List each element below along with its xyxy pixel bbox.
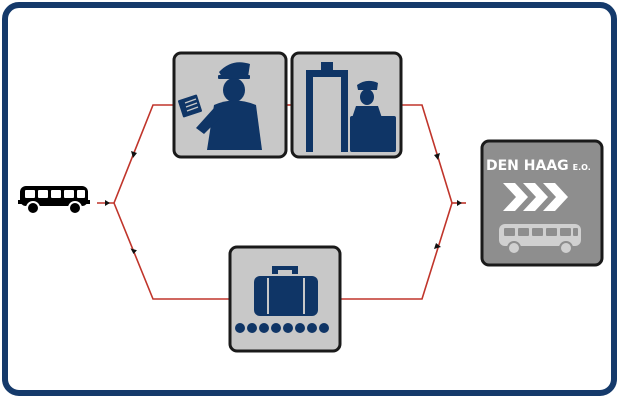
flow-arrows <box>105 151 462 254</box>
baggage-claim-box <box>228 245 342 353</box>
bus-icon <box>18 186 90 215</box>
arrow-start <box>105 200 110 206</box>
path-upper <box>113 104 174 204</box>
arrow-upper-merge <box>434 153 440 160</box>
arrow-end <box>457 200 462 206</box>
path-lower-merge <box>340 202 453 300</box>
path-upper-merge <box>401 104 453 204</box>
arrow-upper <box>131 151 137 158</box>
arrow-lower <box>130 248 137 254</box>
passport-control-box <box>172 51 288 159</box>
outer-frame <box>2 2 617 396</box>
destination-bus-icon <box>499 224 581 255</box>
passport-control-icon <box>177 62 262 150</box>
security-check-box <box>290 51 403 159</box>
chevrons-right-icon <box>503 183 568 211</box>
baggage-claim-icon <box>235 266 329 333</box>
arrow-lower-merge <box>434 243 441 249</box>
flow-paths <box>97 104 466 300</box>
security-check-icon <box>306 62 396 152</box>
path-lower <box>113 202 230 300</box>
